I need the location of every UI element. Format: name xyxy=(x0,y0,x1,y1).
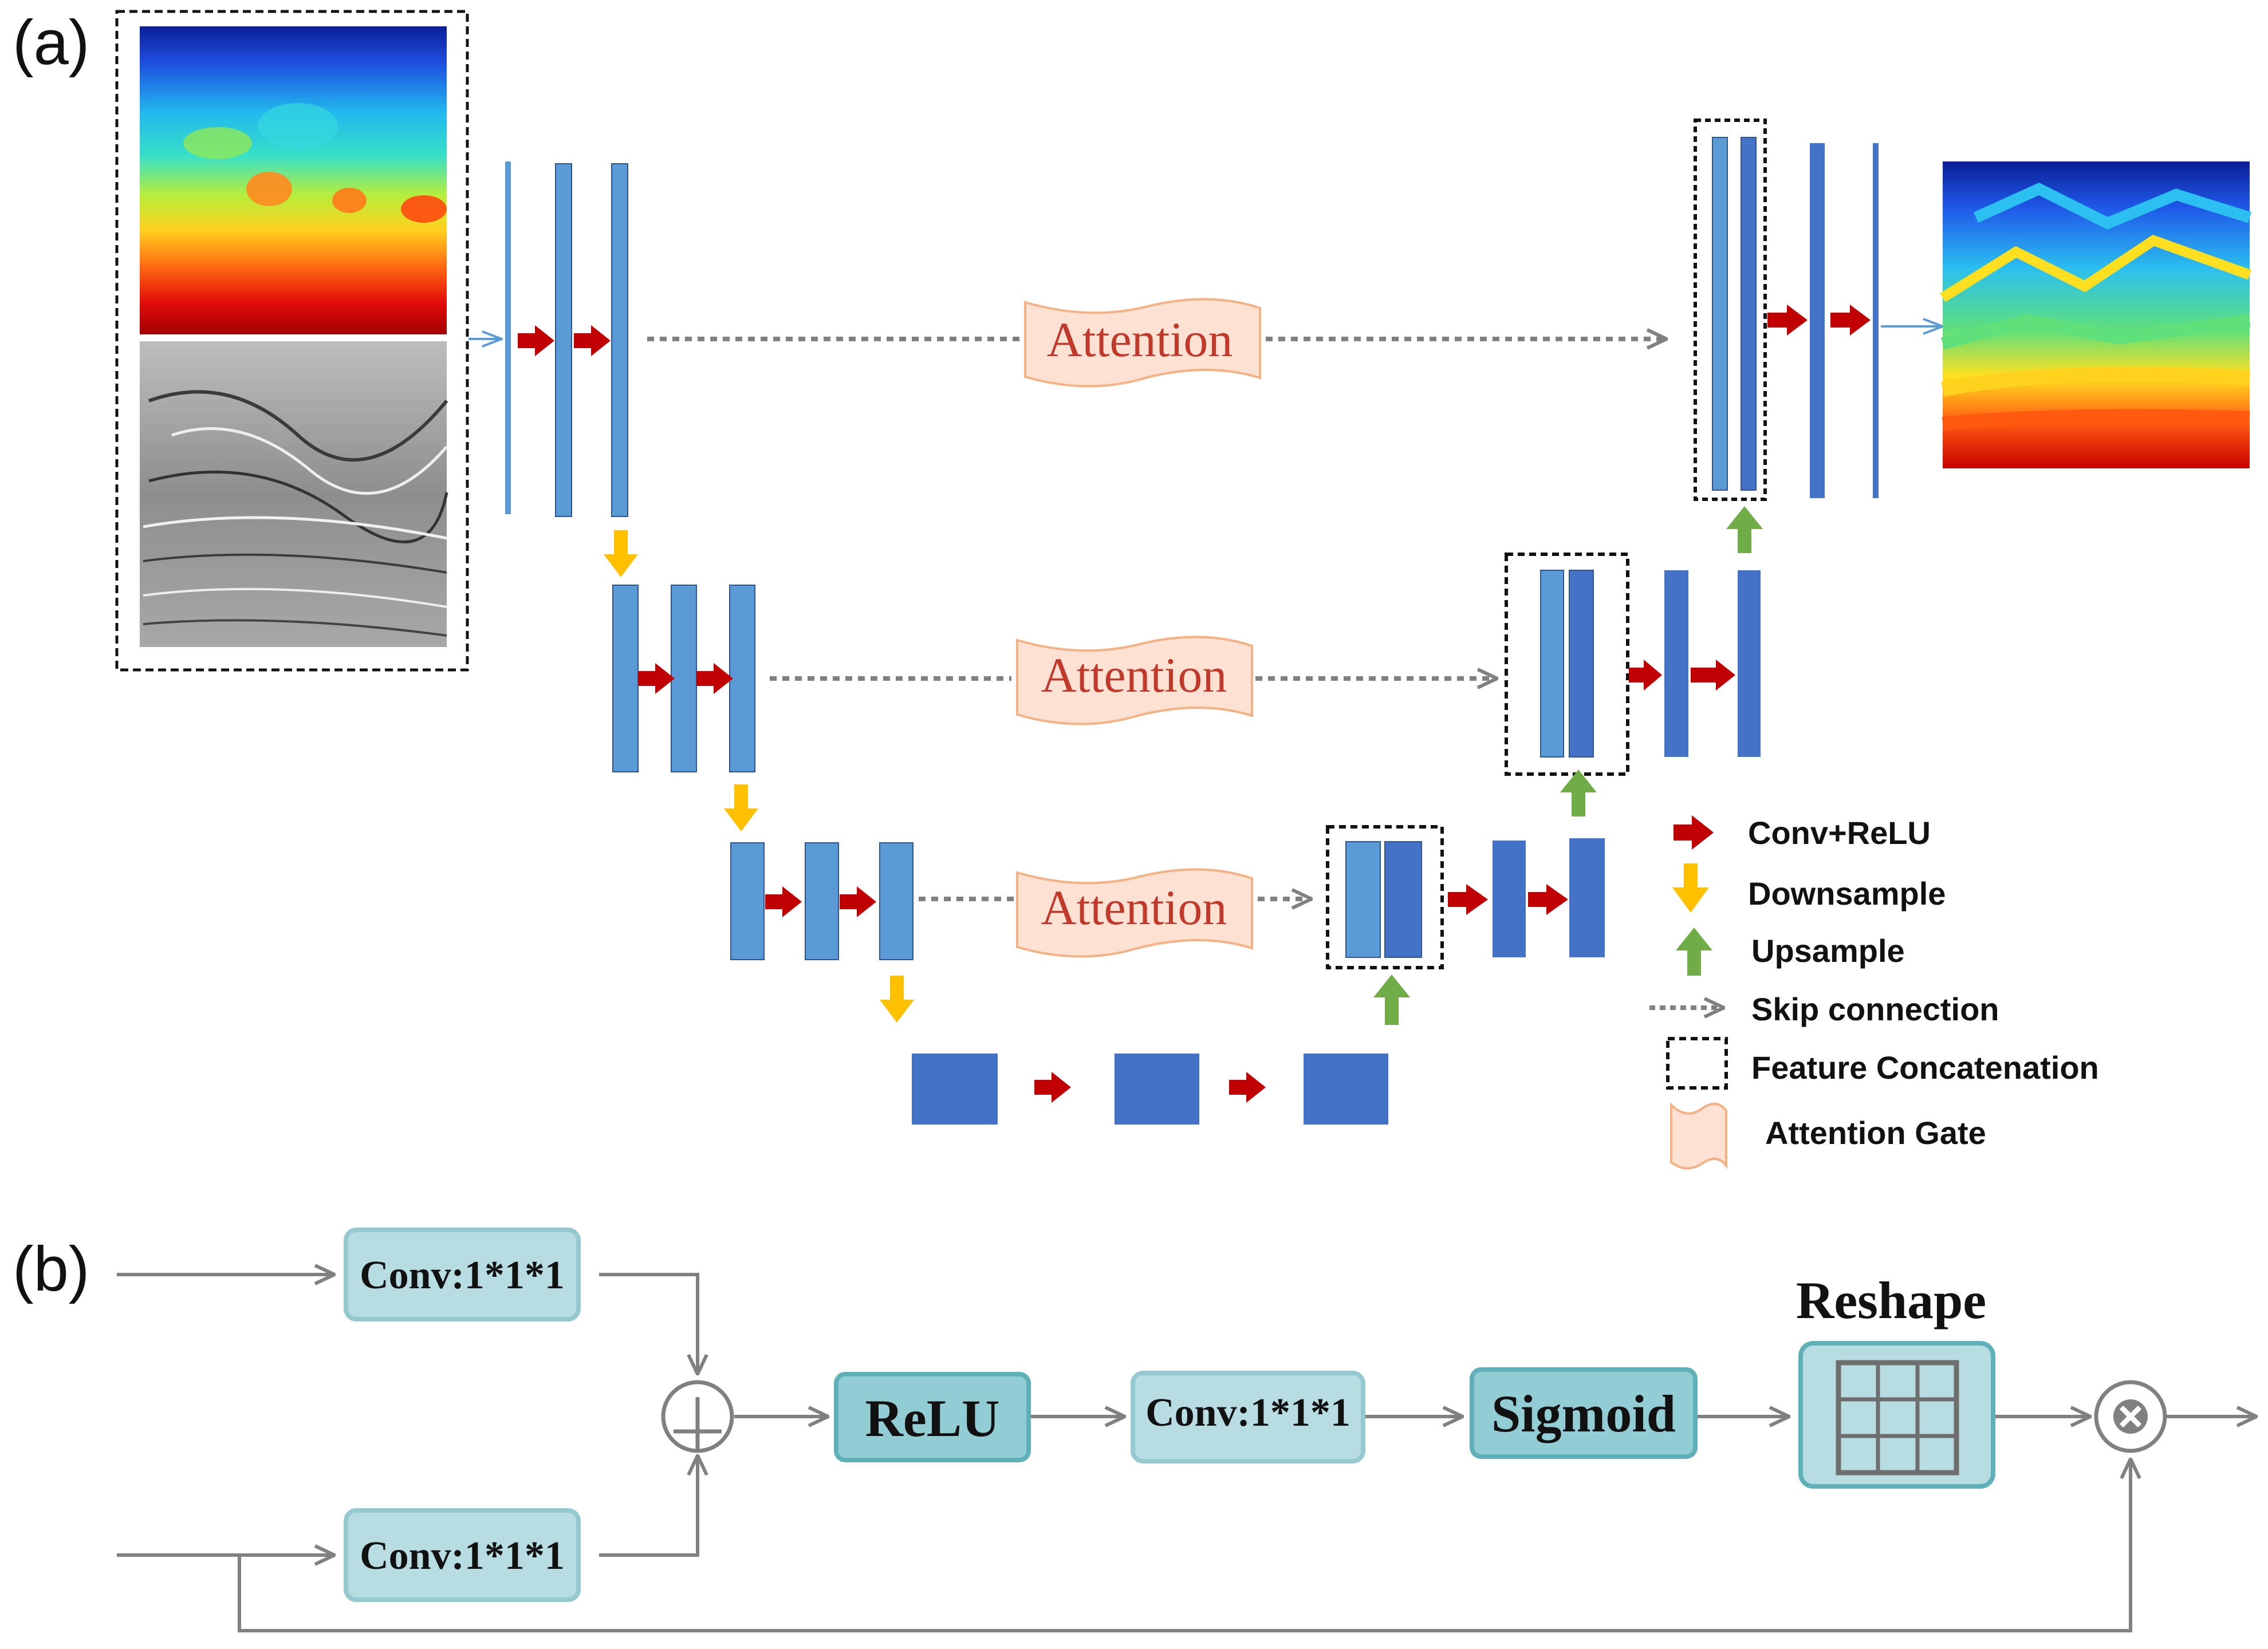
dec2-block-2 xyxy=(1738,570,1761,757)
legend-label-concat: Feature Concatenation xyxy=(1751,1050,2099,1086)
legend-red-arrow-icon xyxy=(1674,815,1714,850)
conv-arrow-e3b xyxy=(840,886,876,917)
conv-arrow-b1 xyxy=(1034,1072,1071,1103)
bottleneck-block-2 xyxy=(1115,1054,1199,1125)
upsample-arrow-2 xyxy=(1560,770,1597,816)
enc3-block-3 xyxy=(879,842,914,960)
concat-box-1 xyxy=(1694,119,1767,501)
velocity-model-image xyxy=(140,26,447,334)
reshape-label: Reshape xyxy=(1796,1271,1986,1330)
conv-mid-label: Conv:1*1*1 xyxy=(1145,1391,1350,1435)
top-conv-to-sum xyxy=(599,1273,698,1374)
legend-yellow-down-arrow-icon xyxy=(1672,863,1709,913)
bottleneck-block-1 xyxy=(912,1054,998,1125)
dec2-block-1 xyxy=(1664,570,1688,757)
dec2-up-block xyxy=(1569,570,1594,758)
panel-b-label: (b) xyxy=(13,1234,89,1304)
enc1-block-3 xyxy=(611,163,628,517)
dec3-block-2 xyxy=(1569,838,1605,957)
conv-bottom-label: Conv:1*1*1 xyxy=(360,1534,565,1578)
attention-label-2: Attention xyxy=(1041,648,1227,703)
conv-arrow-b2 xyxy=(1229,1072,1266,1103)
dec3-up-block xyxy=(1384,841,1422,958)
legend: Conv+ReLU Downsample Upsample Skip conne… xyxy=(1649,815,2099,1170)
legend-label-conv-relu: Conv+ReLU xyxy=(1748,815,1931,851)
attention-gate-3: Attention xyxy=(1016,868,1253,958)
concat-box-3 xyxy=(1326,825,1444,969)
bottom-conv-to-sum xyxy=(599,1455,698,1557)
legend-label-upsample: Upsample xyxy=(1751,933,1905,969)
dec2-skip-block xyxy=(1540,570,1564,758)
conv-arrow-d2a xyxy=(1629,660,1662,691)
enc2-block-3 xyxy=(729,585,755,772)
conv-arrow-e2b xyxy=(696,663,733,694)
dec1-skip-block xyxy=(1712,137,1728,491)
downsample-arrow-2 xyxy=(724,784,758,831)
upsample-arrow-1 xyxy=(1373,975,1410,1025)
conv-arrow-e2a xyxy=(638,663,675,694)
enc3-block-2 xyxy=(805,842,839,960)
dec3-skip-block xyxy=(1345,841,1381,958)
enc2-block-2 xyxy=(671,585,697,772)
enc2-block-1 xyxy=(612,585,639,772)
multiply-node xyxy=(2094,1380,2167,1453)
upsample-arrow-3 xyxy=(1726,506,1763,553)
legend-label-skip: Skip connection xyxy=(1751,991,1999,1027)
seismic-image xyxy=(140,341,448,647)
dec1-up-block xyxy=(1741,137,1757,491)
legend-label-downsample: Downsample xyxy=(1748,875,1946,912)
legend-label-attention-gate: Attention Gate xyxy=(1765,1115,1986,1151)
concat-box-2 xyxy=(1505,553,1629,776)
attention-label-3: Attention xyxy=(1041,880,1227,935)
attention-gate-1: Attention xyxy=(1024,298,1261,388)
conv-arrow-e1b xyxy=(574,325,611,356)
dec3-block-1 xyxy=(1493,841,1526,957)
conv-arrow-d3b xyxy=(1528,884,1568,915)
multiply-icon xyxy=(2113,1399,2148,1434)
dec1-block-1 xyxy=(1810,143,1825,498)
output-velocity-image xyxy=(1940,161,2252,468)
conv-arrow-d1b xyxy=(1830,305,1871,336)
legend-ribbon-icon xyxy=(1670,1102,1727,1170)
conv-arrow-d2b xyxy=(1691,660,1735,691)
reshape-box xyxy=(1798,1341,1995,1489)
grid-icon xyxy=(1836,1360,1959,1476)
sigmoid-label: Sigmoid xyxy=(1491,1384,1676,1443)
conv-arrow-e3a xyxy=(765,886,802,917)
legend-green-up-arrow-icon xyxy=(1676,928,1712,976)
sigmoid-box: Sigmoid xyxy=(1470,1367,1698,1459)
relu-label: ReLU xyxy=(865,1389,999,1447)
input-frame xyxy=(115,10,469,672)
conv-box-top: Conv:1*1*1 xyxy=(344,1228,581,1321)
panel-a-label: (a) xyxy=(13,7,89,78)
conv-arrow-d3a xyxy=(1448,884,1488,915)
conv-box-bottom: Conv:1*1*1 xyxy=(344,1508,581,1602)
enc1-block-1 xyxy=(505,161,511,514)
conv-top-label: Conv:1*1*1 xyxy=(360,1253,565,1297)
conv-box-mid: Conv:1*1*1 xyxy=(1131,1371,1365,1463)
enc3-block-1 xyxy=(730,842,765,960)
downsample-arrow-1 xyxy=(604,530,638,577)
attention-gate-2: Attention xyxy=(1016,636,1253,725)
conv-arrow-d1a xyxy=(1767,305,1808,336)
conv-arrow-e1a xyxy=(518,325,554,356)
enc1-block-2 xyxy=(555,163,572,517)
downsample-arrow-3 xyxy=(880,976,914,1023)
attention-label-1: Attention xyxy=(1047,312,1233,367)
bottleneck-block-3 xyxy=(1304,1054,1388,1125)
dec1-block-2 xyxy=(1873,143,1879,498)
legend-dashed-box-icon xyxy=(1666,1037,1728,1090)
bypass-line xyxy=(238,1459,2131,1632)
relu-box: ReLU xyxy=(834,1372,1031,1462)
sum-node xyxy=(661,1380,734,1453)
